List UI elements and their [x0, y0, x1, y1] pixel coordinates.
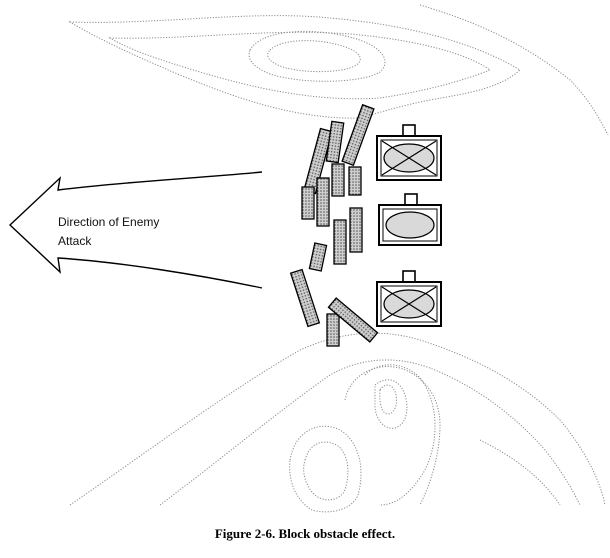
- lower-ridge-inner: [374, 379, 408, 429]
- figure-caption: Figure 2-6. Block obstacle effect.: [214, 526, 396, 541]
- lower-hill-left-outer: [289, 425, 362, 513]
- obstacle-block-icon: [326, 313, 340, 347]
- arrow-label: Direction of Enemy Attack: [58, 215, 160, 248]
- lower-peak: [379, 384, 397, 415]
- upper-contour-right: [419, 4, 609, 136]
- lower-hill-left-inner: [303, 441, 349, 501]
- lower-contour-second: [159, 359, 581, 506]
- lower-contour-right: [479, 439, 561, 506]
- lower-valley-loop: [344, 366, 441, 506]
- obstacle-block-icon: [341, 103, 375, 167]
- obstacle-block-icon: [327, 297, 379, 343]
- obstacle-block-icon: [331, 163, 345, 197]
- lower-terrain-contours: [69, 332, 606, 513]
- lower-ridge-outer: [364, 364, 436, 506]
- upper-contour-outer: [68, 15, 521, 119]
- upper-terrain-contours: [68, 4, 609, 136]
- upper-hill-inner: [267, 40, 361, 73]
- terrain-diagram: [8, 4, 609, 513]
- obstacle-block-icon: [349, 207, 363, 253]
- armored-unit-icon: [378, 193, 442, 246]
- obstacle-block-icon: [333, 219, 347, 265]
- obstacle-block-icon: [308, 242, 328, 272]
- upper-contour-mid: [108, 31, 492, 100]
- obstacle-block-icon: [348, 166, 362, 196]
- obstacle-block-icon: [301, 186, 315, 220]
- lower-contour-main: [69, 332, 606, 506]
- obstacle-block-icon: [316, 177, 330, 227]
- armored-unit-icon: [376, 270, 442, 327]
- upper-hill-outer: [248, 30, 386, 82]
- obstacle-block-icon: [289, 268, 321, 328]
- armored-unit-icon: [376, 124, 442, 181]
- obstacle-block-icon: [325, 120, 345, 164]
- obstacle-group: [289, 103, 379, 347]
- left-arrow-icon: [8, 171, 263, 289]
